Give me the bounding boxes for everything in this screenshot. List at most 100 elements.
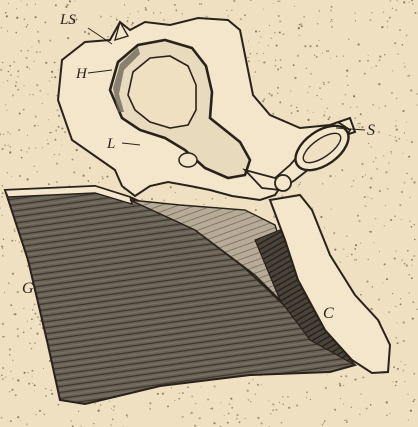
stipple-dot (24, 19, 26, 21)
stipple-dot (360, 113, 362, 115)
stipple-dot (297, 186, 298, 187)
stipple-dot (277, 93, 278, 94)
stipple-dot (359, 414, 360, 415)
stipple-dot (21, 250, 23, 252)
stipple-dot (391, 153, 392, 154)
stipple-dot (404, 381, 405, 382)
stipple-dot (207, 399, 209, 401)
stipple-dot (17, 335, 19, 337)
stipple-dot (256, 53, 257, 54)
stipple-dot (93, 423, 94, 424)
stipple-dot (261, 422, 263, 424)
stipple-dot (203, 204, 204, 205)
stipple-dot (57, 109, 59, 111)
stipple-dot (362, 176, 364, 178)
stipple-dot (153, 12, 154, 13)
stipple-dot (323, 422, 324, 423)
stipple-dot (328, 118, 330, 120)
stipple-dot (290, 105, 292, 107)
stipple-dot (393, 366, 395, 368)
stipple-dot (343, 385, 344, 386)
stipple-dot (350, 107, 351, 108)
stipple-dot (370, 187, 372, 189)
stipple-dot (2, 62, 4, 64)
stipple-dot (34, 125, 36, 127)
stipple-dot (294, 77, 296, 79)
stipple-dot (346, 75, 347, 76)
stipple-dot (34, 313, 36, 315)
stipple-dot (318, 40, 319, 41)
stipple-dot (307, 119, 309, 121)
stipple-dot (277, 87, 279, 89)
stipple-dot (394, 257, 396, 259)
stipple-dot (12, 273, 14, 275)
stipple-dot (413, 373, 415, 375)
stipple-dot (397, 342, 399, 344)
stipple-dot (101, 176, 103, 178)
stipple-dot (360, 294, 362, 296)
stipple-dot (26, 26, 28, 28)
stipple-dot (371, 146, 372, 147)
stipple-dot (131, 24, 133, 26)
stipple-dot (365, 205, 367, 207)
stipple-dot (364, 196, 366, 198)
stipple-dot (1, 246, 3, 248)
stipple-dot (401, 191, 403, 193)
stipple-dot (388, 311, 390, 313)
stipple-dot (162, 393, 164, 395)
stipple-dot (58, 404, 60, 406)
stipple-dot (19, 175, 21, 177)
stipple-dot (329, 175, 331, 177)
stipple-dot (320, 216, 322, 218)
stipple-dot (400, 303, 402, 305)
stipple-dot (278, 15, 280, 17)
stipple-dot (376, 168, 378, 170)
stipple-dot (25, 57, 27, 59)
stipple-dot (5, 12, 7, 14)
stipple-dot (323, 84, 324, 85)
stipple-dot (17, 416, 19, 418)
stipple-dot (149, 408, 151, 410)
stipple-dot (160, 12, 161, 13)
stipple-dot (340, 398, 341, 399)
stipple-dot (310, 73, 312, 75)
stipple-dot (3, 238, 5, 240)
stipple-dot (109, 400, 110, 401)
stipple-dot (59, 154, 61, 156)
stipple-dot (6, 15, 8, 17)
stipple-dot (39, 51, 40, 52)
label-h: H (75, 66, 88, 82)
stipple-dot (34, 390, 35, 391)
stipple-dot (8, 71, 10, 73)
stipple-dot (13, 61, 15, 63)
stipple-dot (360, 393, 361, 394)
stipple-dot (2, 185, 4, 187)
stipple-dot (283, 33, 285, 35)
stipple-dot (316, 45, 318, 47)
stipple-dot (98, 410, 100, 412)
stipple-dot (27, 321, 28, 322)
stipple-dot (370, 404, 372, 406)
stipple-dot (402, 370, 404, 372)
stipple-dot (339, 383, 341, 385)
stipple-dot (32, 376, 33, 377)
stipple-dot (280, 67, 282, 69)
stipple-dot (322, 53, 323, 54)
stipple-dot (281, 422, 283, 424)
stipple-dot (409, 2, 410, 3)
stipple-dot (330, 10, 332, 12)
stipple-dot (113, 405, 115, 407)
stipple-dot (38, 40, 40, 42)
stipple-dot (385, 171, 387, 173)
label-s: S (367, 122, 375, 139)
stipple-dot (358, 220, 360, 222)
stipple-dot (1, 417, 3, 419)
stipple-dot (51, 132, 52, 133)
stipple-dot (78, 411, 79, 412)
stipple-dot (360, 243, 361, 244)
stipple-dot (387, 20, 389, 22)
stipple-dot (364, 73, 366, 75)
stipple-dot (2, 82, 3, 83)
stipple-dot (306, 397, 307, 398)
stipple-dot (408, 419, 409, 420)
